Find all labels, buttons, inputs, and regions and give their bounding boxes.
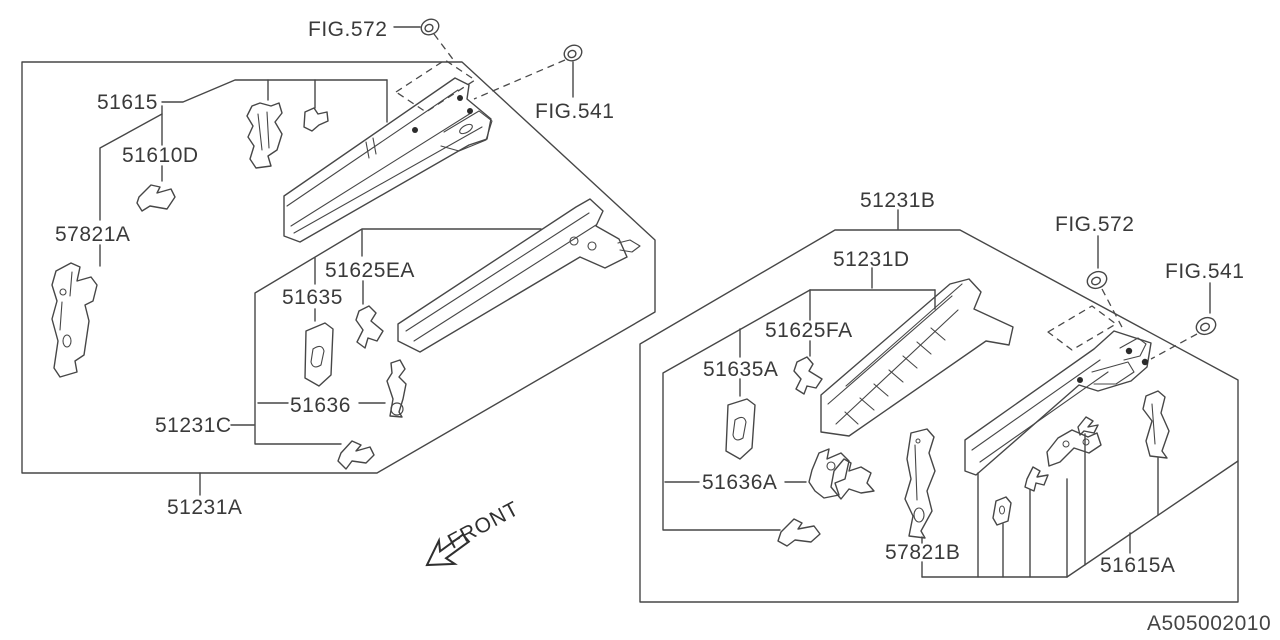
part-51615-pillar-shape xyxy=(246,102,283,169)
diagram-code: A505002010 xyxy=(1147,612,1271,635)
part-51625FA-hook-shape xyxy=(793,356,823,395)
part-51636A-bracket-shape xyxy=(808,448,850,499)
fig-ref-541-left[interactable]: FIG.541 xyxy=(535,100,614,123)
part-foot-bracket-left-shape xyxy=(337,440,375,470)
part-claw-bracket-shape xyxy=(1024,466,1049,492)
part-label-57821B[interactable]: 57821B xyxy=(885,541,960,564)
left-parts-group xyxy=(51,77,641,470)
grommet-fig572-left xyxy=(420,18,440,36)
part-51636-strut-shape xyxy=(386,359,407,418)
part-foot-bracket-right-shape xyxy=(777,518,821,547)
fig-leaders-left xyxy=(393,26,574,98)
part-claw-bracket2-shape xyxy=(830,458,875,500)
part-bracket-upper-shape xyxy=(303,107,329,132)
part-51615-rail-shape xyxy=(283,77,492,243)
fig-ref-572-left[interactable]: FIG.572 xyxy=(308,18,387,41)
right-assembly-box xyxy=(639,229,1239,603)
part-label-51636[interactable]: 51636 xyxy=(290,394,351,417)
part-51625EA-hook-shape xyxy=(355,305,384,349)
part-label-51625FA[interactable]: 51625FA xyxy=(765,319,853,342)
part-apron-panel-shape xyxy=(1142,390,1170,459)
part-label-51231A[interactable]: 51231A xyxy=(167,496,242,519)
front-label: FRONT xyxy=(444,497,523,554)
part-labels: 51615 51610D 57821A 51625EA 51635 51636 … xyxy=(55,91,1175,577)
part-lower-rail-shape xyxy=(397,198,628,353)
part-51635A-panel-shape xyxy=(725,398,756,460)
part-label-51615A[interactable]: 51615A xyxy=(1100,554,1175,577)
part-oval-plate-shape xyxy=(992,496,1012,526)
part-label-51610D[interactable]: 51610D xyxy=(122,144,199,167)
left-assembly-box xyxy=(21,61,656,474)
leader-lines-left xyxy=(99,79,542,496)
dashed-reference-lines xyxy=(395,33,1198,360)
part-label-51636A[interactable]: 51636A xyxy=(702,471,777,494)
part-label-51615[interactable]: 51615 xyxy=(97,91,158,114)
right-parts-group xyxy=(725,278,1170,547)
part-51610D-shape xyxy=(136,184,176,212)
part-51635-panel-shape xyxy=(304,322,334,387)
fig-ref-541-right[interactable]: FIG.541 xyxy=(1165,260,1244,283)
right-box-inner-edge xyxy=(1066,460,1239,578)
part-label-51635A[interactable]: 51635A xyxy=(703,358,778,381)
part-57821A-shape xyxy=(51,262,98,378)
part-label-51231D[interactable]: 51231D xyxy=(833,248,910,271)
grommet-fig572-right xyxy=(1086,270,1108,290)
part-51615A-rail-shape xyxy=(964,330,1152,476)
front-arrow-icon xyxy=(425,533,471,567)
part-57821B-pillar-shape xyxy=(904,428,936,539)
part-clip-shape xyxy=(1077,416,1099,436)
part-bench-bracket-shape xyxy=(1046,429,1102,467)
fig-ref-572-right[interactable]: FIG.572 xyxy=(1055,213,1134,236)
grommet-fig541-left xyxy=(563,44,583,62)
front-direction-indicator: FRONT xyxy=(425,497,523,567)
part-label-51635[interactable]: 51635 xyxy=(282,286,343,309)
part-label-57821A[interactable]: 57821A xyxy=(55,223,130,246)
leader-lines-right xyxy=(662,209,1211,578)
part-label-51625EA[interactable]: 51625EA xyxy=(325,259,415,282)
part-label-51231B[interactable]: 51231B xyxy=(860,189,935,212)
figure-reference-labels: FIG.572 FIG.541 FIG.572 FIG.541 xyxy=(308,18,1244,283)
part-label-51231C[interactable]: 51231C xyxy=(155,414,232,437)
assembly-boxes xyxy=(21,61,1239,603)
part-51231D-rail-shape xyxy=(820,278,1014,437)
grommet-fig541-right xyxy=(1195,316,1217,336)
